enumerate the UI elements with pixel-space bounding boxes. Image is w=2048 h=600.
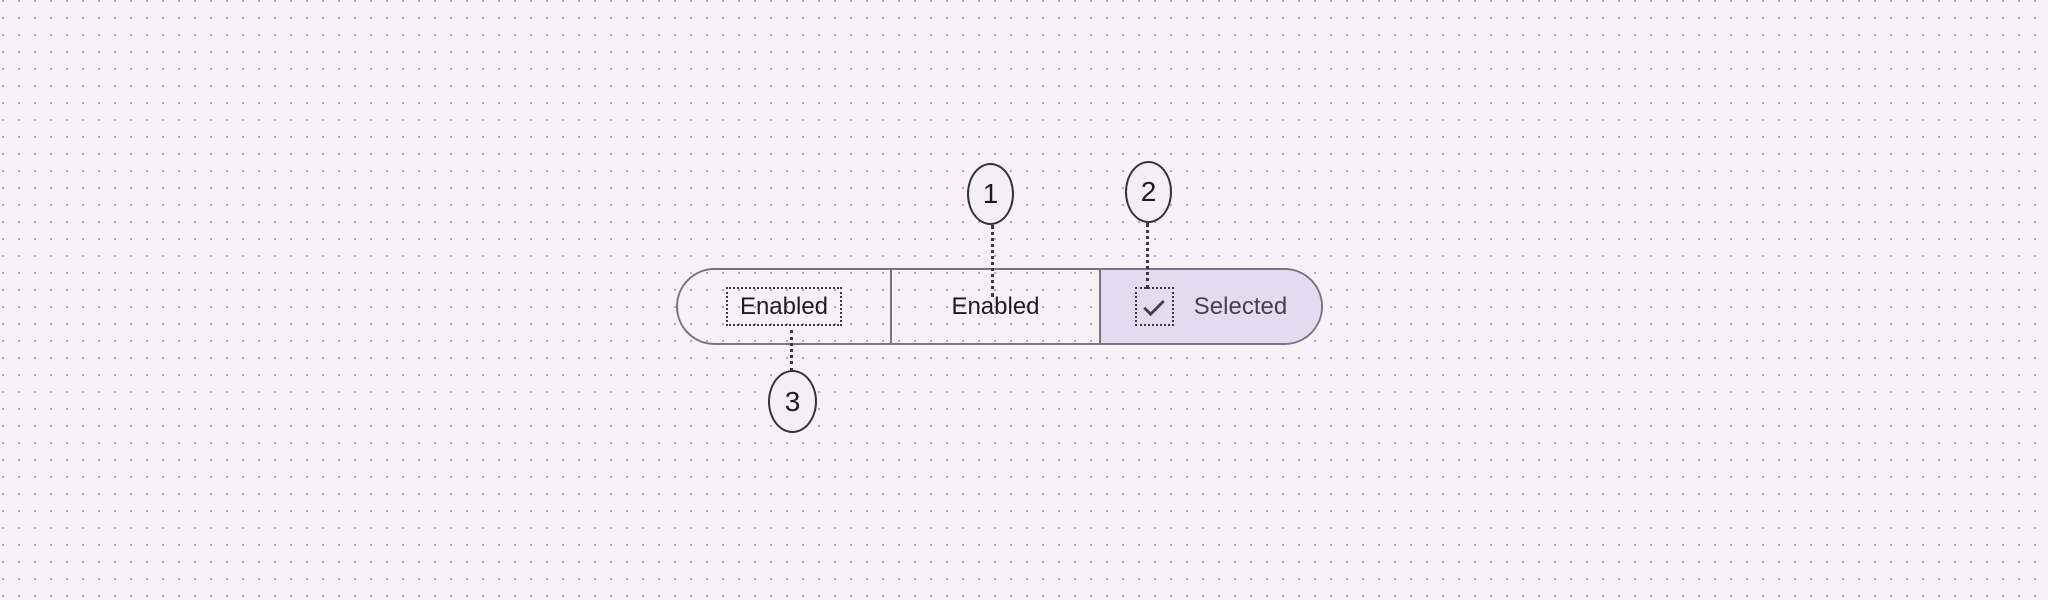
segment-selected[interactable]: Selected (1101, 270, 1321, 343)
annotation-line-2 (1146, 223, 1149, 289)
annotation-number: 1 (982, 178, 999, 209)
annotation-number: 3 (784, 385, 801, 417)
annotation-number: 2 (1140, 176, 1157, 207)
checkmark-focus-rect (1134, 287, 1174, 326)
segment-enabled[interactable]: Enabled (892, 270, 1101, 343)
segment-label: Selected (1193, 292, 1288, 320)
annotation-badge-2: 2 (1125, 161, 1172, 223)
annotation-badge-1: 1 (967, 163, 1014, 225)
annotation-line-1 (991, 225, 994, 297)
segment-label-focus-rect: Enabled (725, 286, 843, 327)
segment-enabled-focused[interactable]: Enabled (678, 270, 892, 343)
annotation-line-3 (790, 330, 793, 371)
segmented-button: Enabled Enabled Selected (676, 268, 1323, 345)
checkmark-icon (1143, 299, 1166, 316)
segment-label: Enabled (739, 292, 829, 320)
annotation-badge-3: 3 (768, 370, 817, 433)
segment-label: Enabled (951, 292, 1040, 320)
